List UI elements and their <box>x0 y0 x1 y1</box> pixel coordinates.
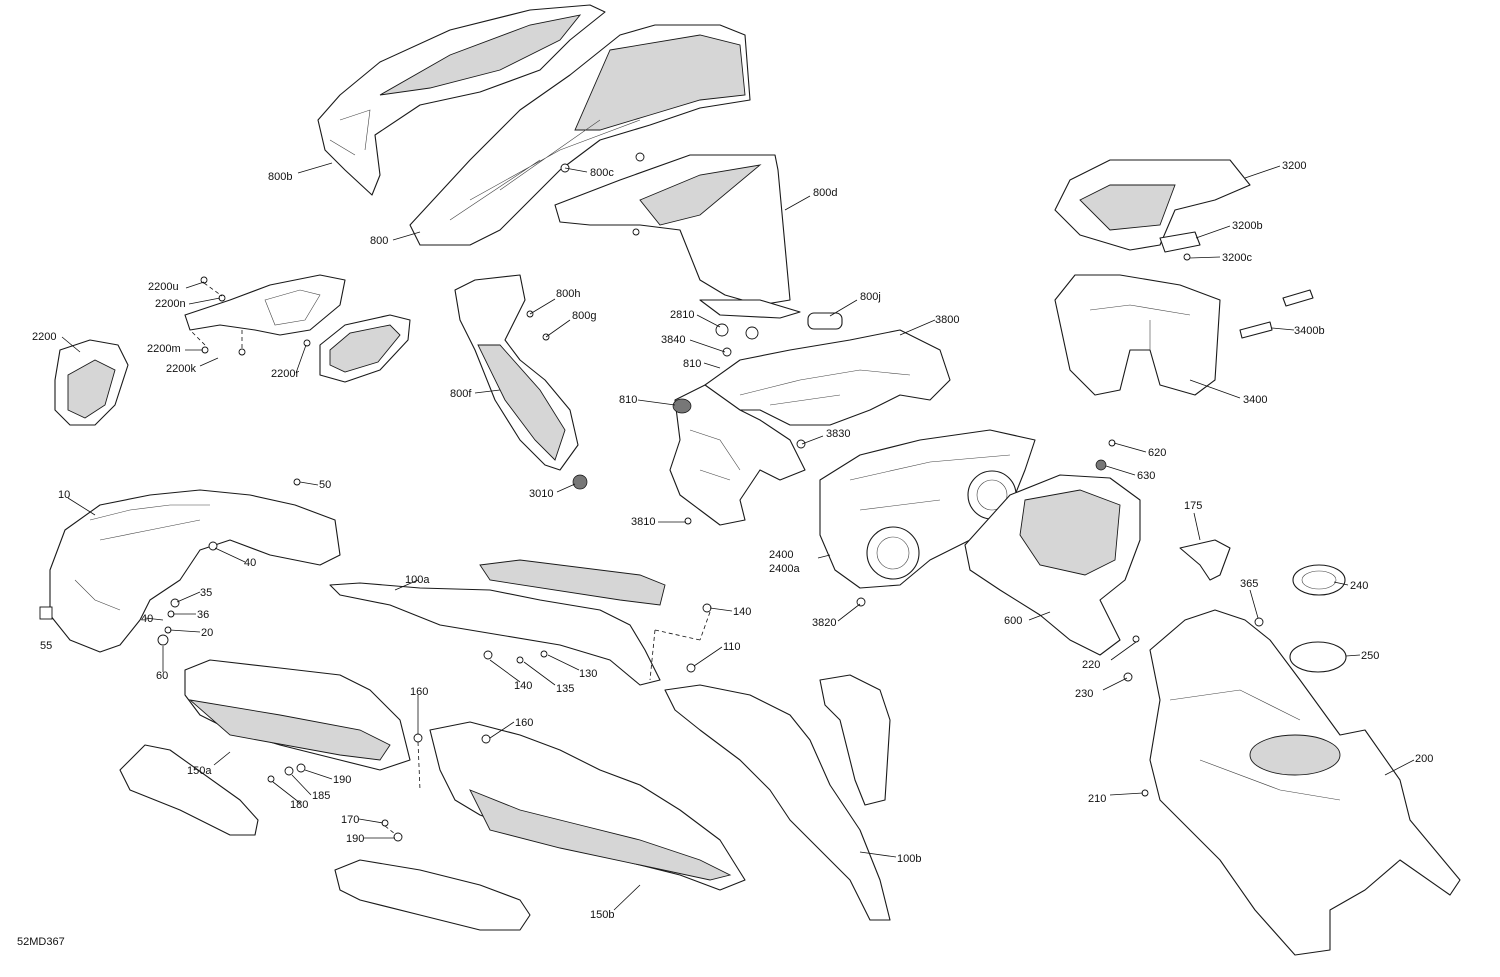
part-240-ring <box>1292 564 1346 596</box>
part-800j <box>699 299 843 330</box>
part-10-nose <box>39 489 341 653</box>
label-810-a: 810 <box>683 358 701 370</box>
callout-labels: 800b 800c 800d 800 800h 800g 800j 800f 3… <box>32 160 1433 921</box>
label-810-b: 810 <box>619 394 637 406</box>
label-35: 35 <box>200 587 212 599</box>
label-190-b: 190 <box>346 833 364 845</box>
label-190-a: 190 <box>333 774 351 786</box>
label-3830: 3830 <box>826 428 850 440</box>
label-3400: 3400 <box>1243 394 1267 406</box>
label-630: 630 <box>1137 470 1155 482</box>
part-250-seal <box>1289 641 1347 673</box>
part-3200b <box>1159 231 1201 253</box>
part-200-tank-cover <box>1149 609 1461 956</box>
label-800g: 800g <box>572 310 596 322</box>
label-2400: 2400 <box>769 549 793 561</box>
part-2200-mirror-right <box>319 314 411 383</box>
label-210: 210 <box>1088 793 1106 805</box>
leader-lines <box>61 162 1415 911</box>
part-150a <box>184 659 411 771</box>
label-600: 600 <box>1004 615 1022 627</box>
part-150b-trim <box>334 859 531 931</box>
label-800: 800 <box>370 235 388 247</box>
label-100b: 100b <box>897 853 921 865</box>
label-3800: 3800 <box>935 314 959 326</box>
label-3400b: 3400b <box>1294 325 1325 337</box>
label-20: 20 <box>201 627 213 639</box>
label-800f: 800f <box>450 388 472 400</box>
label-100a: 100a <box>405 574 430 586</box>
label-800c: 800c <box>590 167 614 179</box>
part-2400-headlight <box>819 429 1036 589</box>
label-2200u: 2200u <box>148 281 179 293</box>
part-3800 <box>704 329 951 426</box>
part-2200-mirror-housing <box>184 274 346 336</box>
label-36: 36 <box>197 609 209 621</box>
label-160-a: 160 <box>410 686 428 698</box>
label-800d: 800d <box>813 187 837 199</box>
label-150b: 150b <box>590 909 614 921</box>
part-600-console <box>964 474 1141 656</box>
label-3200b: 3200b <box>1232 220 1263 232</box>
label-3200c: 3200c <box>1222 252 1252 264</box>
label-180: 180 <box>290 799 308 811</box>
part-150a-trim <box>119 744 259 836</box>
label-800j: 800j <box>860 291 881 303</box>
label-2200: 2200 <box>32 331 56 343</box>
label-200: 200 <box>1415 753 1433 765</box>
label-170: 170 <box>341 814 359 826</box>
label-55: 55 <box>40 640 52 652</box>
label-110: 110 <box>723 641 741 653</box>
label-800b: 800b <box>268 171 292 183</box>
part-100a <box>329 559 666 686</box>
label-40-b: 40 <box>141 613 153 625</box>
label-130: 130 <box>579 668 597 680</box>
label-135: 135 <box>556 683 574 695</box>
part-800d <box>554 154 791 306</box>
part-810-support <box>669 384 806 526</box>
label-220: 220 <box>1082 659 1100 671</box>
part-800 <box>409 24 751 246</box>
part-2200-mirror-left <box>54 339 129 426</box>
label-2400a: 2400a <box>769 563 800 575</box>
label-40-a: 40 <box>244 557 256 569</box>
hardware <box>157 152 1264 842</box>
label-240: 240 <box>1350 580 1368 592</box>
label-2810: 2810 <box>670 309 694 321</box>
part-3400b <box>1239 289 1314 339</box>
label-3820: 3820 <box>812 617 836 629</box>
part-3400-bin <box>1054 274 1221 396</box>
label-3810: 3810 <box>631 516 655 528</box>
label-10: 10 <box>58 489 70 501</box>
label-140-a: 140 <box>733 606 751 618</box>
label-175: 175 <box>1184 500 1202 512</box>
part-100b <box>664 674 891 921</box>
label-620: 620 <box>1148 447 1166 459</box>
diagram-code: 52MD367 <box>17 936 65 948</box>
label-2200n: 2200n <box>155 298 186 310</box>
label-185: 185 <box>312 790 330 802</box>
label-365: 365 <box>1240 578 1258 590</box>
label-800h: 800h <box>556 288 580 300</box>
label-3010: 3010 <box>529 488 553 500</box>
part-800f <box>454 274 579 471</box>
label-2200k: 2200k <box>166 363 196 375</box>
part-175 <box>1179 539 1231 581</box>
part-3200-tray <box>1054 159 1251 251</box>
label-3840: 3840 <box>661 334 685 346</box>
label-160-b: 160 <box>515 717 533 729</box>
label-2200m: 2200m <box>147 343 181 355</box>
label-250: 250 <box>1361 650 1379 662</box>
label-140-b: 140 <box>514 680 532 692</box>
label-60: 60 <box>156 670 168 682</box>
label-150a: 150a <box>187 765 212 777</box>
part-150b <box>429 721 746 891</box>
label-2200r: 2200r <box>271 368 299 380</box>
label-3200: 3200 <box>1282 160 1306 172</box>
part-800b <box>317 4 606 196</box>
label-50: 50 <box>319 479 331 491</box>
label-230: 230 <box>1075 688 1093 700</box>
